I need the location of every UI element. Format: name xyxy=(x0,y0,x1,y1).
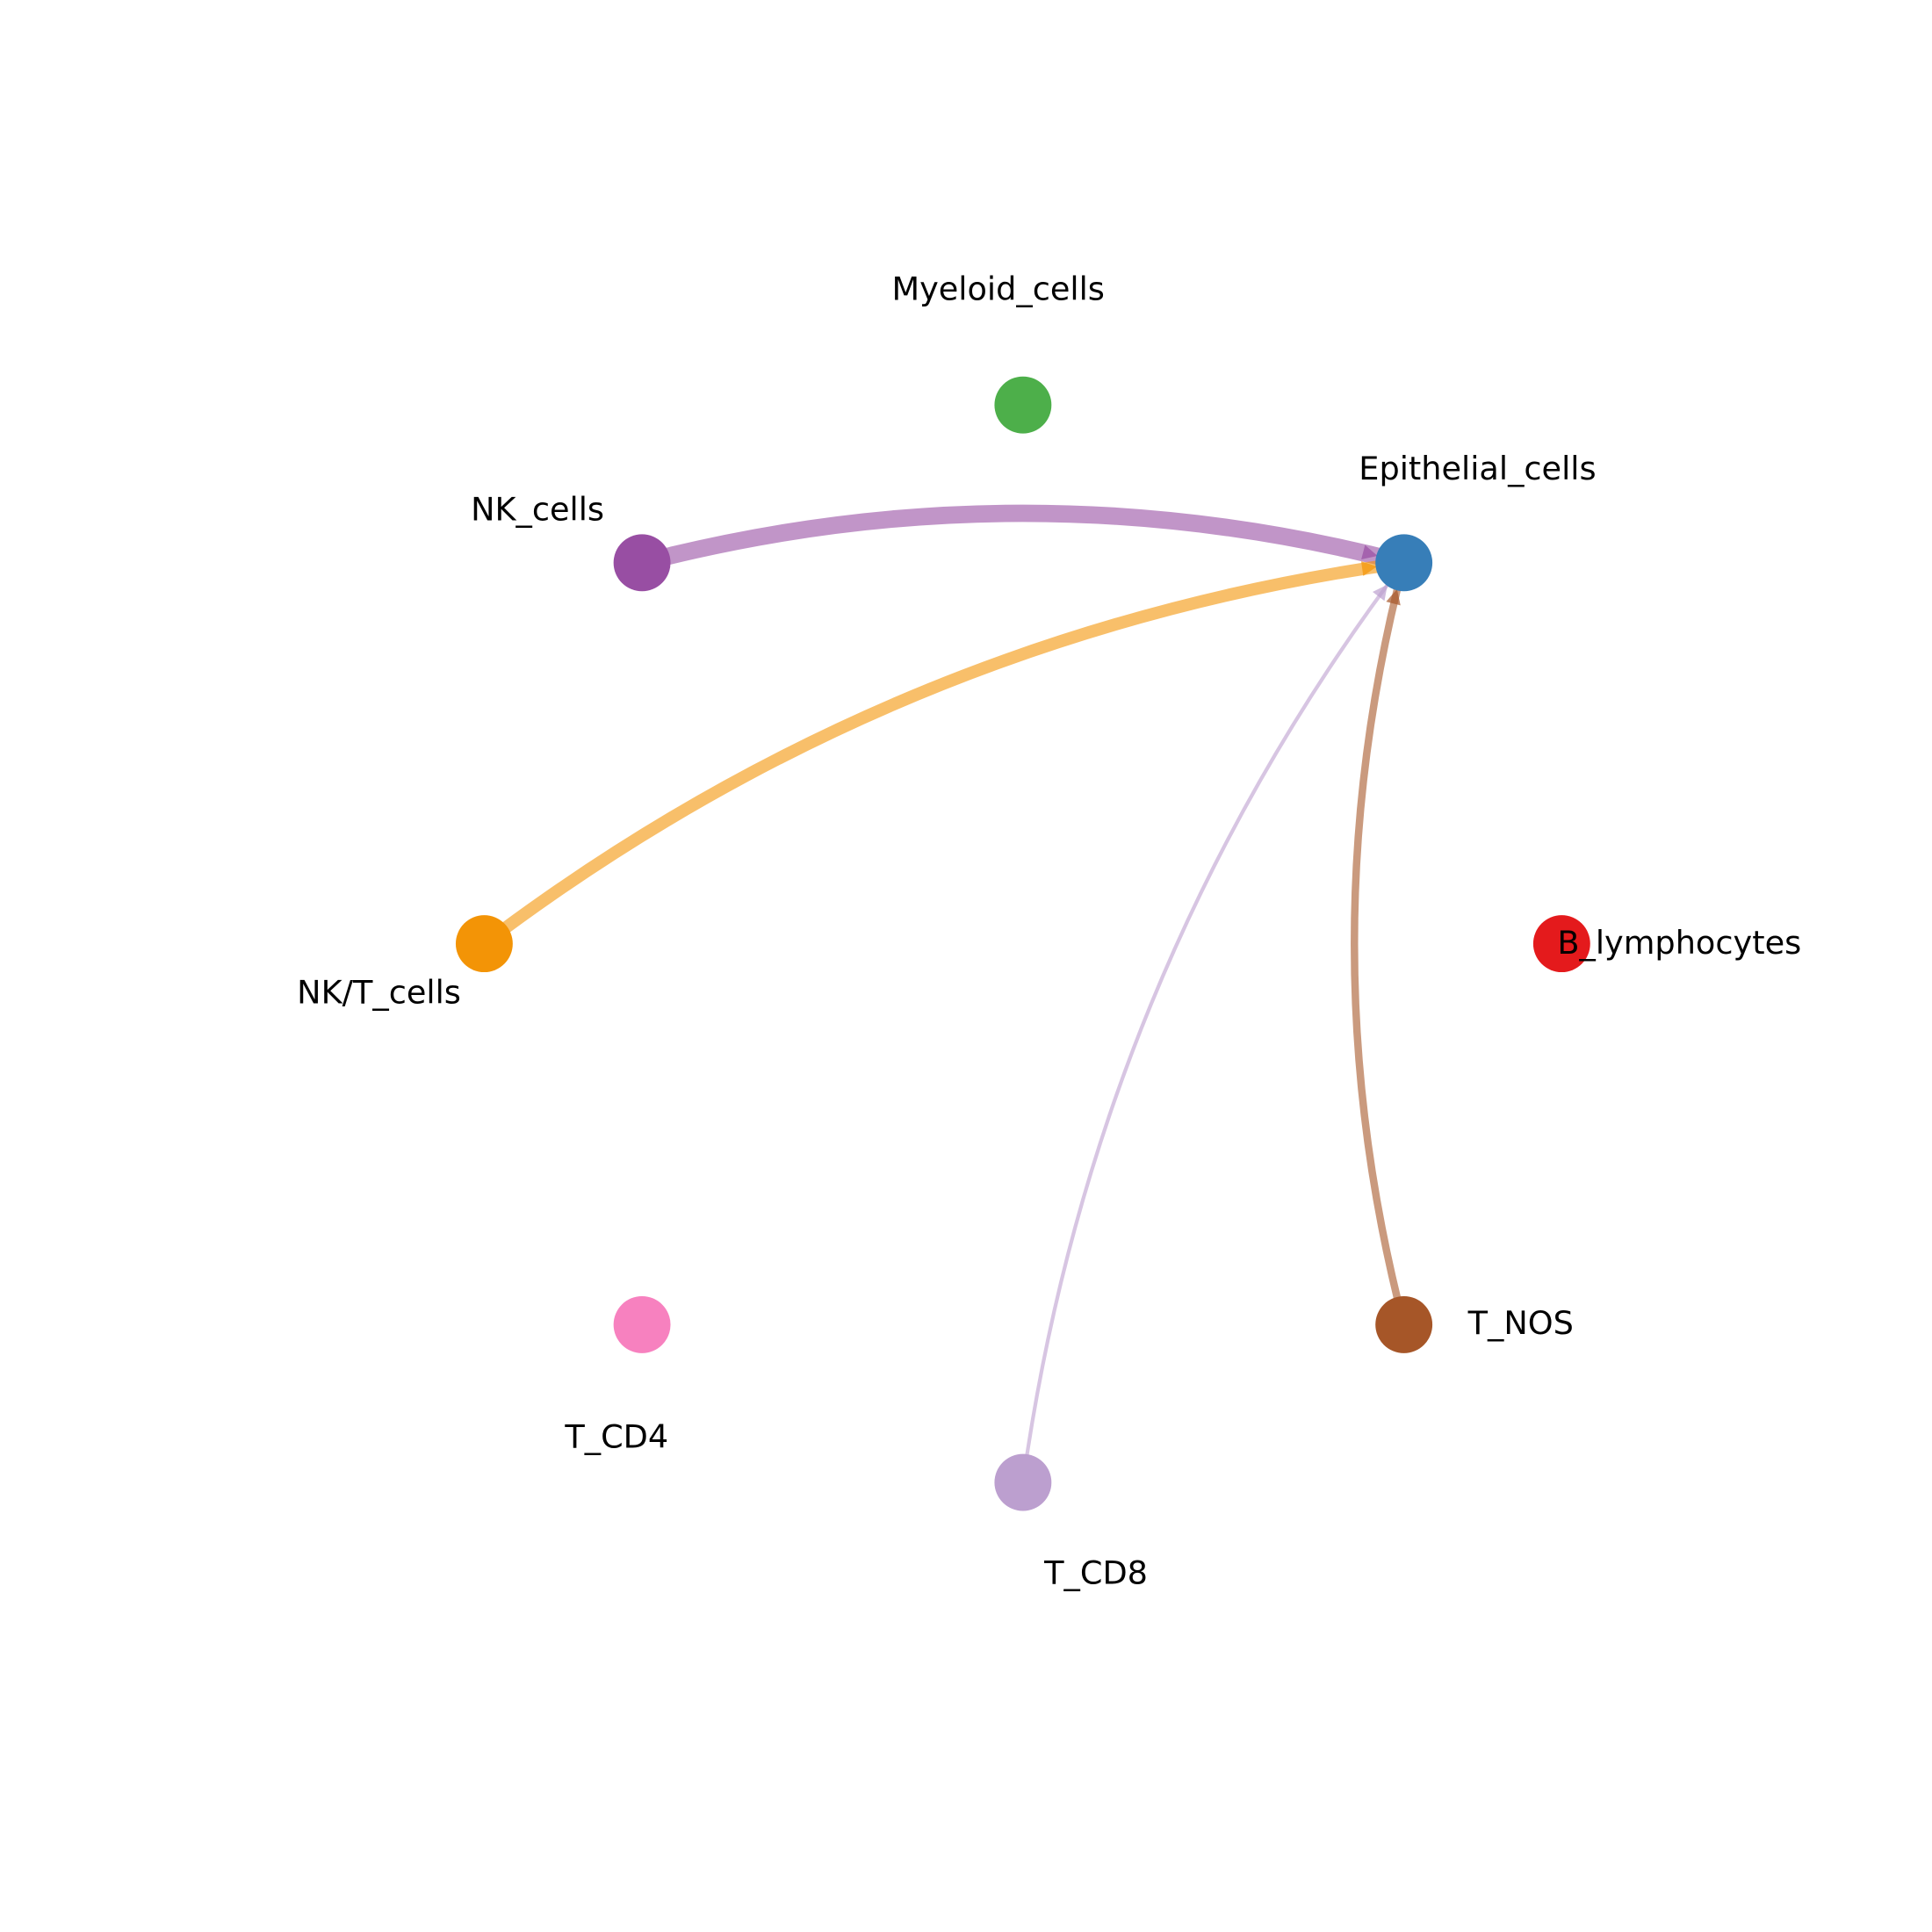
node-t-cd8 xyxy=(994,1453,1052,1511)
arrowhead-nk-cells xyxy=(1361,544,1378,559)
node-nk-t-cells xyxy=(455,915,513,973)
labels-layer: Myeloid_cells Epithelial_cells B_lymphoc… xyxy=(297,270,1801,1591)
nodes-layer xyxy=(455,376,1590,1511)
node-label-t-nos: T_NOS xyxy=(1467,1304,1574,1342)
arrowhead-nk-t-cells xyxy=(1360,561,1377,576)
node-label-t-cd4: T_CD4 xyxy=(564,1418,668,1456)
node-label-nk-t-cells: NK/T_cells xyxy=(297,973,461,1011)
edge-nk-t-cells-to-epithelial-cells xyxy=(480,556,1405,949)
node-label-nk-cells: NK_cells xyxy=(471,490,604,528)
node-label-b-lymphocytes: B_lymphocytes xyxy=(1557,924,1801,962)
node-label-epithelial-cells: Epithelial_cells xyxy=(1359,450,1596,487)
node-label-t-cd8: T_CD8 xyxy=(1043,1554,1148,1592)
node-myeloid-cells xyxy=(994,376,1052,434)
node-epithelial-cells xyxy=(1375,534,1433,592)
node-t-nos xyxy=(1375,1295,1433,1353)
edge-t-cd8-to-epithelial-cells xyxy=(1020,561,1406,1483)
node-t-cd4 xyxy=(613,1295,671,1353)
edge-t-nos-to-epithelial-cells xyxy=(1351,561,1408,1326)
edge-nk-cells-to-epithelial-cells xyxy=(639,504,1407,572)
edges-layer xyxy=(480,504,1408,1483)
arrowhead-t-cd8 xyxy=(1372,584,1388,602)
node-nk-cells xyxy=(613,534,671,592)
arrowhead-t-nos xyxy=(1386,588,1401,606)
node-label-myeloid-cells: Myeloid_cells xyxy=(891,270,1104,307)
node-b-lymphocytes xyxy=(1532,915,1590,973)
